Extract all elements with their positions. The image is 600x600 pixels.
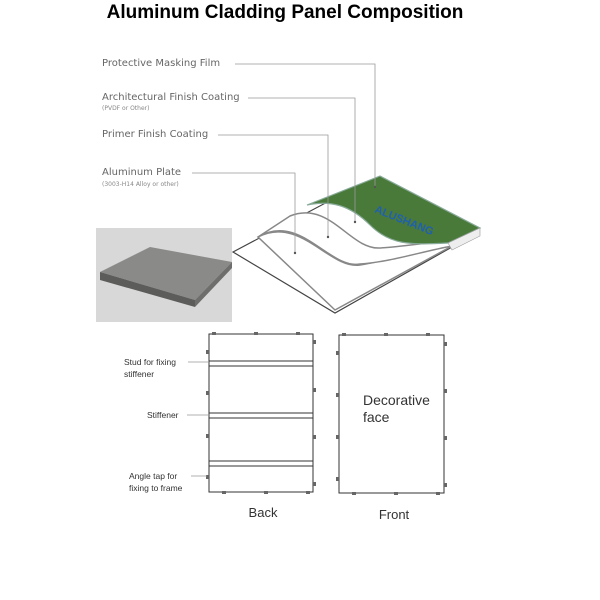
front-view-diagram: Decorative face Front <box>336 333 447 522</box>
page-title: Aluminum Cladding Panel Composition <box>107 2 464 23</box>
callout-angle-tap-2: fixing to frame <box>129 483 183 493</box>
label-primer: Primer Finish Coating <box>102 129 208 140</box>
note-aluminum-plate: (3003-H14 Alloy or other) <box>102 181 179 188</box>
back-caption: Back <box>249 505 278 520</box>
label-finish-coating: Architectural Finish Coating <box>102 92 240 103</box>
front-caption: Front <box>379 507 410 522</box>
callout-stud-2: stiffener <box>124 369 154 379</box>
panel-photo <box>96 228 232 322</box>
label-aluminum-plate: Aluminum Plate <box>102 167 181 178</box>
callout-stud: Stud for fixing <box>124 357 176 367</box>
masking-film-layer <box>306 175 482 245</box>
callout-angle-tap: Angle tap for <box>129 471 177 481</box>
panel-layers-illustration: ALUSHANG <box>231 175 482 314</box>
label-masking-film: Protective Masking Film <box>102 58 220 69</box>
decorative-face-label-2: face <box>363 409 390 425</box>
decorative-face-label: Decorative <box>363 392 430 408</box>
note-finish-coating: (PVDF or Other) <box>102 105 149 112</box>
back-view-diagram: Stud for fixing stiffener Stiffener Angl… <box>124 332 316 520</box>
callout-stiffener: Stiffener <box>147 410 179 420</box>
